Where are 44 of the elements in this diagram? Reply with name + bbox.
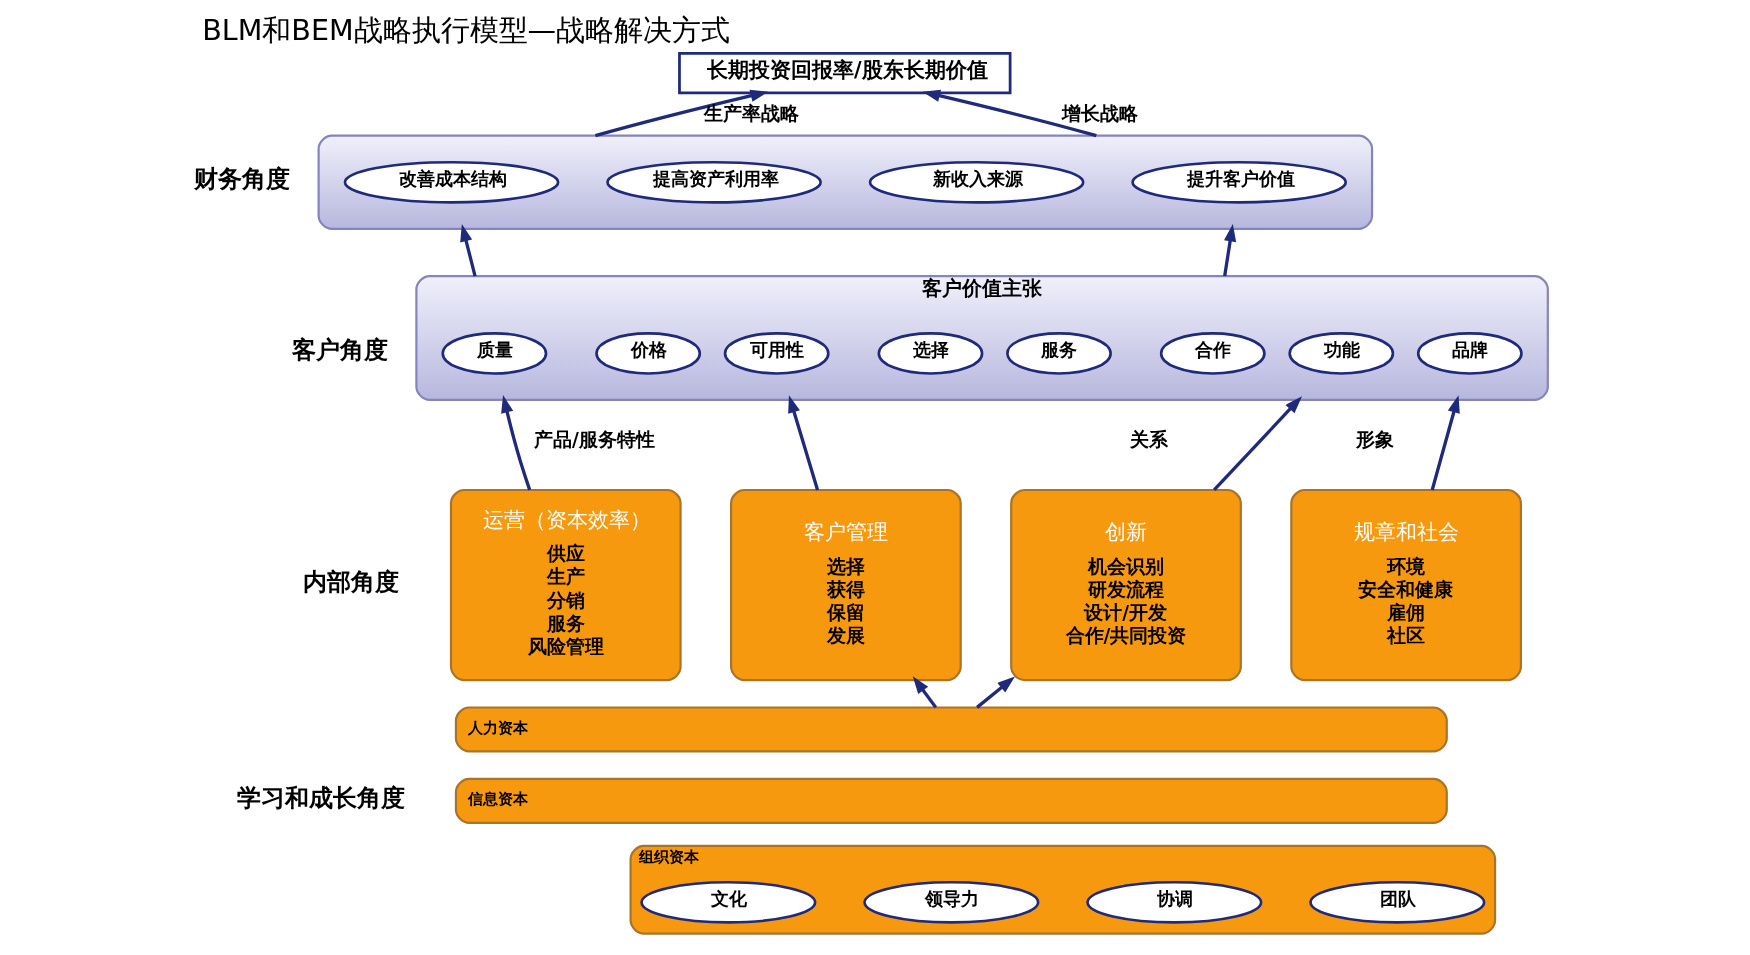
node-box: 创新 机会识别 研发流程 设计/开发 合作/共同投资 xyxy=(1010,488,1242,682)
node-ellipse: 价格 xyxy=(595,332,702,375)
node-ellipse: 提升客户价值 xyxy=(1131,160,1347,204)
label: 关系 xyxy=(1129,429,1168,451)
node-ellipse: 提高资产利用率 xyxy=(606,160,822,204)
node-ellipse: 可用性 xyxy=(723,332,830,375)
node-box: 规章和社会 环境 安全和健康 雇佣 社区 xyxy=(1290,488,1522,682)
arrow xyxy=(1430,395,1460,491)
arrow xyxy=(912,676,938,709)
node-box: 运营（资本效率） 供应 生产 分销 服务 风险管理 xyxy=(449,488,682,682)
node-ellipse: 改善成本结构 xyxy=(343,160,560,204)
label: 学习和成长角度 xyxy=(236,783,405,812)
arrow xyxy=(922,89,1097,138)
label: 财务角度 xyxy=(194,165,291,194)
cluster xyxy=(317,134,1374,230)
arrow xyxy=(976,676,1015,709)
label: 客户角度 xyxy=(292,336,389,365)
node-ellipse: 新收入来源 xyxy=(868,160,1085,204)
node-ellipse: 文化 xyxy=(640,880,817,924)
node-ellipse: 协调 xyxy=(1086,880,1263,924)
node-ellipse: 选择 xyxy=(877,332,984,375)
node-ellipse: 品牌 xyxy=(1416,332,1523,375)
node-ellipse: 团队 xyxy=(1309,880,1486,924)
arrow xyxy=(595,89,769,138)
diagram-title: BLM和BEM战略执行模型—战略解决方式 xyxy=(202,12,731,47)
node-box: 人力资本 xyxy=(454,706,1448,753)
edge-label: 增长战略 xyxy=(1062,102,1139,124)
label: 内部角度 xyxy=(303,568,400,597)
arrow xyxy=(788,395,820,491)
node-ellipse: 质量 xyxy=(441,332,548,375)
node-box: 信息资本 xyxy=(454,777,1448,824)
arrow xyxy=(460,224,477,277)
label: 形象 xyxy=(1356,429,1395,451)
arrow xyxy=(501,395,532,491)
node-box: 长期投资回报率/股东长期价值 xyxy=(678,51,1012,95)
node-ellipse: 合作 xyxy=(1159,332,1266,375)
node-ellipse: 领导力 xyxy=(863,880,1040,924)
node-ellipse: 服务 xyxy=(1006,332,1112,375)
arrow xyxy=(1213,396,1303,492)
label: 产品/服务特性 xyxy=(533,429,655,451)
arrow xyxy=(1223,223,1237,277)
node-ellipse: 功能 xyxy=(1288,332,1395,375)
node-box: 客户管理 选择 获得 保留 发展 xyxy=(730,488,962,682)
edge-label: 生产率战略 xyxy=(704,102,800,124)
